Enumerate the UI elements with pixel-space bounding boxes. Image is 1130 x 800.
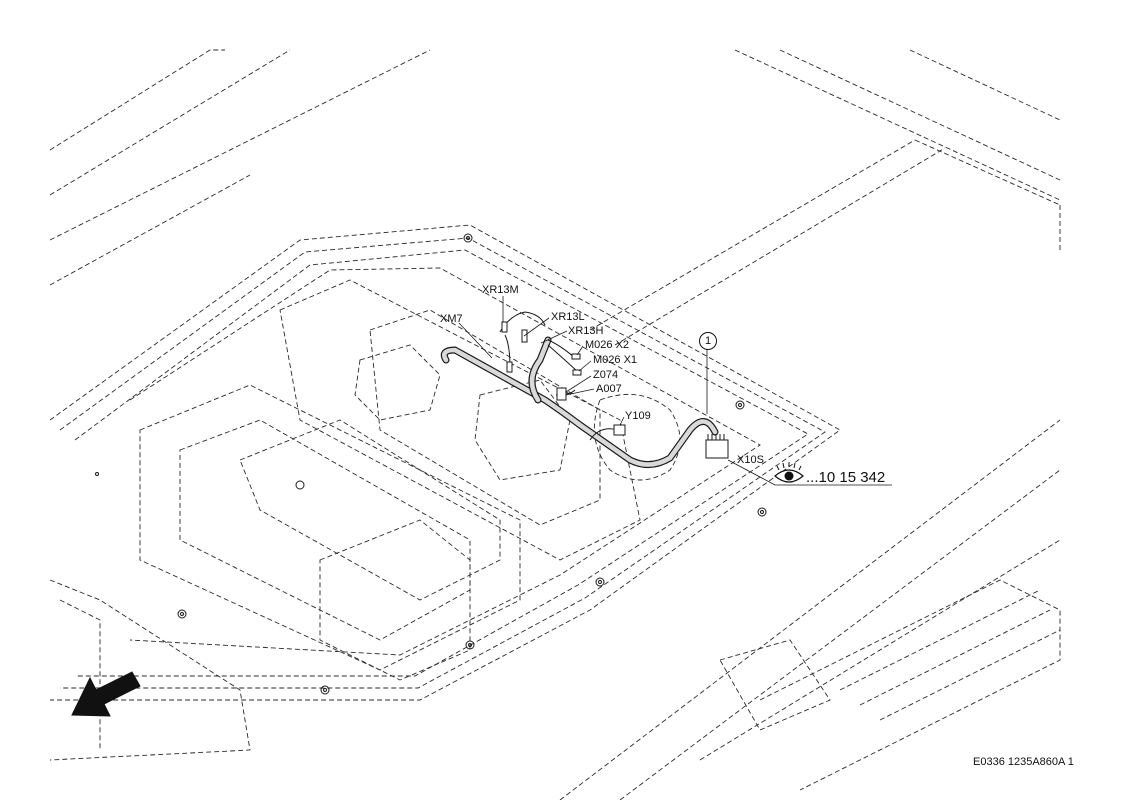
callout-y109: Y109 — [625, 410, 651, 422]
callout-xr13h: XR13H — [568, 325, 604, 337]
callout-a007: A007 — [596, 383, 622, 395]
callout-m026x2: M026 X2 — [585, 339, 630, 351]
callout-x10s: X10S — [737, 454, 764, 466]
item-number-badge: 1 — [699, 332, 717, 350]
callout-xr13l: XR13L — [551, 311, 585, 323]
callout-m026x1: M026 X1 — [593, 354, 638, 366]
callout-xr13m: XR13M — [482, 284, 519, 296]
reference-number: ...10 15 342 — [806, 469, 886, 486]
figure-id: E0336 1235A860A 1 — [973, 756, 1074, 768]
callout-xm7: XM7 — [440, 313, 463, 325]
callout-z074: Z074 — [593, 369, 619, 381]
